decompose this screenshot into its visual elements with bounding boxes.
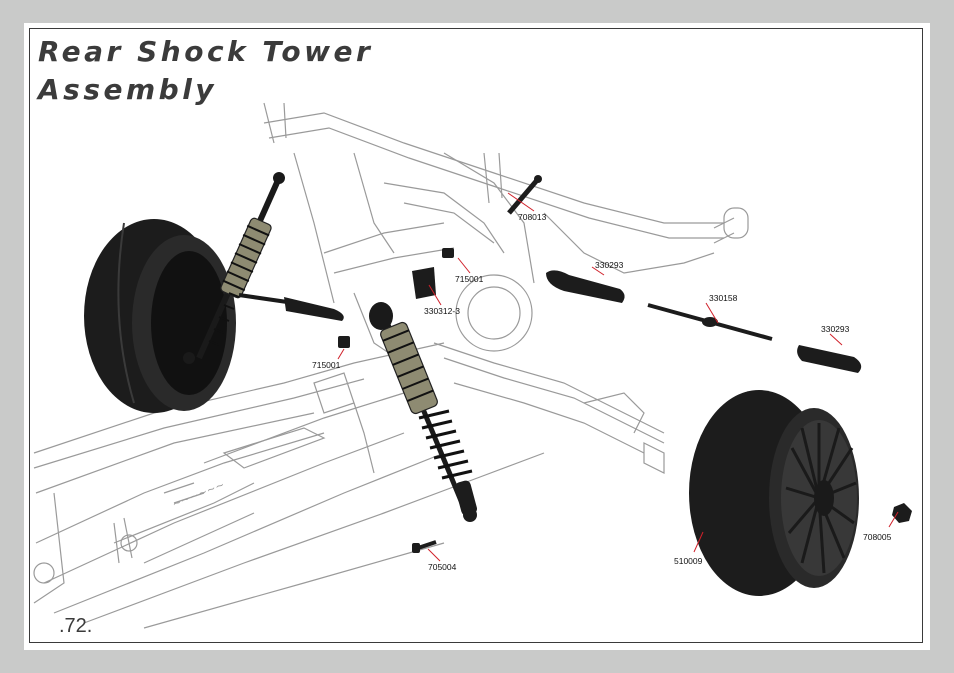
part-label-330293-left: 330293 [595,260,624,270]
part-label-330158: 330158 [709,293,738,303]
page-title: Rear Shock Tower Assembly [38,33,373,109]
manual-page: ~~~~~~ [24,23,930,650]
part-label-715001-upper: 715001 [455,274,484,284]
turnbuckle-assembly [546,270,862,373]
left-rod-end [238,293,344,321]
page-title-line-1: Rear Shock Tower [38,35,374,68]
right-rear-wheel [689,390,859,596]
part-label-705004: 705004 [428,562,457,572]
left-rear-wheel [84,219,236,413]
page-number: .72. [59,615,93,637]
part-number-labels: 708013 715001 330312-3 330293 330158 330… [312,212,892,572]
part-label-330293-right: 330293 [821,324,850,334]
screw-705004 [412,540,437,553]
left-shock-absorber [183,172,285,364]
center-shock-absorber [369,302,478,522]
part-label-510009: 510009 [674,556,703,566]
wheel-nut-708005 [892,503,912,523]
leader-lines [337,192,899,562]
exploded-view-illustration: ~~~~~~ [33,102,912,629]
part-label-715001-lower: 715001 [312,360,341,370]
part-label-330312-3: 330312-3 [424,306,460,316]
part-label-708013: 708013 [518,212,547,222]
page-border [29,28,923,643]
shock-tower-parts [338,175,542,348]
part-label-708005: 708005 [863,532,892,542]
page-title-line-2: Assembly [38,73,218,106]
